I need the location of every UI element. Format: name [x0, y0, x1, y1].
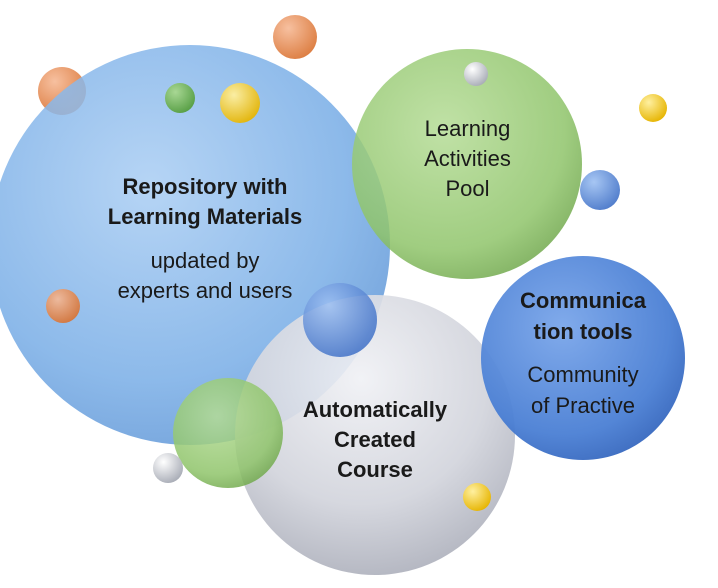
course-line-3: Course [337, 457, 413, 482]
blue-bubble-overlap [303, 283, 377, 357]
communication-body-line-2: of Practive [531, 393, 635, 418]
orange-bubble-top [273, 15, 317, 59]
course-circle [235, 295, 515, 575]
activities-line-2: Activities [424, 146, 511, 171]
activities-circle [352, 49, 582, 279]
repository-title-line-2: Learning Materials [107, 204, 303, 229]
orange-bubble-mid [46, 289, 80, 323]
repository-body-line-1: updated by [150, 248, 260, 273]
communication-title-line-2: tion tools [533, 319, 633, 344]
green-bubble-bottom [173, 378, 283, 488]
communication-title-line-1: Communica [520, 288, 646, 313]
course-label: Automatically Created Course [280, 395, 470, 485]
yellow-bubble-right [639, 94, 667, 122]
blue-bubble-right [580, 170, 620, 210]
repository-title-line-1: Repository with [122, 174, 288, 199]
gray-bubble-left [153, 453, 183, 483]
communication-label: Communica tion tools Community of Practi… [508, 285, 658, 421]
activities-line-3: Pool [445, 176, 490, 201]
course-line-1: Automatically [302, 397, 448, 422]
activities-line-1: Learning [424, 116, 511, 141]
course-line-2: Created [334, 427, 416, 452]
green-bubble-small [165, 83, 195, 113]
communication-body-line-1: Community [527, 362, 639, 387]
yellow-bubble-bottom [463, 483, 491, 511]
repository-body-line-2: experts and users [117, 278, 293, 303]
gray-bubble-top [464, 62, 488, 86]
yellow-bubble-top [220, 83, 260, 123]
communication-circle [481, 256, 685, 460]
repository-label: Repository with Learning Materials updat… [55, 172, 355, 306]
activities-label: Learning Activities Pool [385, 114, 550, 204]
